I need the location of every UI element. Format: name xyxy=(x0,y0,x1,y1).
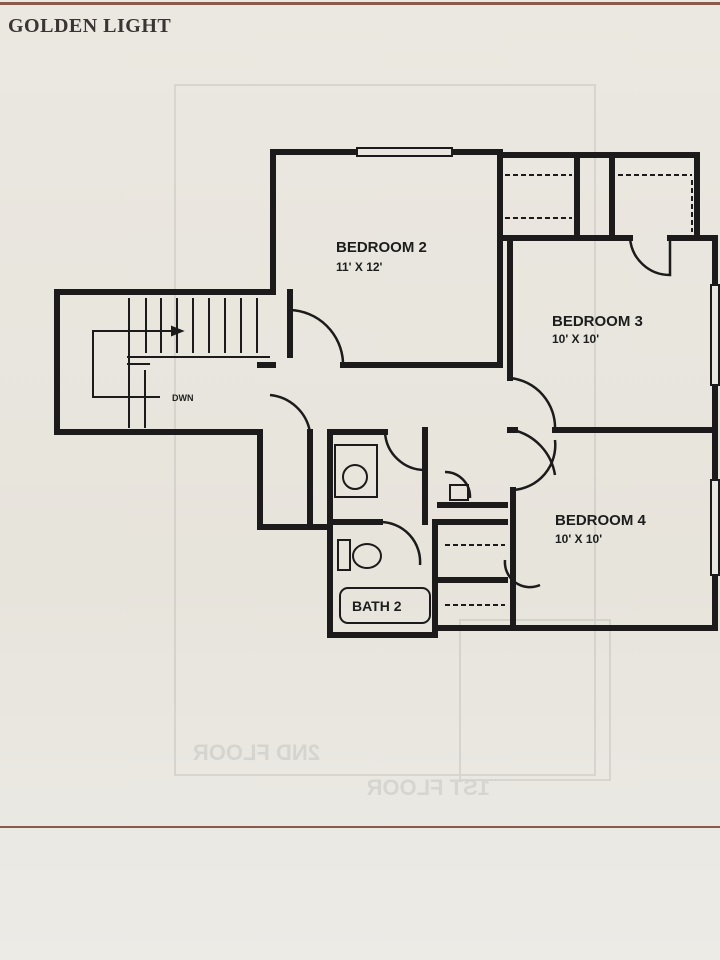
bottom-rule xyxy=(0,826,720,828)
room-size: 10' X 10' xyxy=(555,532,602,546)
bedroom-4: BEDROOM 4 10' X 10' xyxy=(555,512,647,546)
stair-down-label: DWN xyxy=(172,393,194,403)
bedroom-2: BEDROOM 2 11' X 12' xyxy=(336,239,427,274)
door-swings xyxy=(269,237,672,589)
bleed-1st-floor: 1ST FLOOR xyxy=(366,775,490,800)
bath-fixtures xyxy=(334,444,469,624)
room-name: BEDROOM 2 xyxy=(336,239,427,256)
bath-2-label: BATH 2 xyxy=(352,598,402,614)
plan-title: GOLDEN LIGHT xyxy=(8,15,172,37)
top-rule xyxy=(0,2,720,5)
room-name: BEDROOM 3 xyxy=(552,313,643,330)
bedroom-3: BEDROOM 3 10' X 10' xyxy=(552,313,643,346)
room-size: 10' X 10' xyxy=(552,332,599,346)
walls xyxy=(54,149,718,638)
closet-shelves xyxy=(445,174,693,606)
windows xyxy=(356,147,720,576)
bleed-2nd-floor: 2ND FLOOR xyxy=(193,740,320,765)
room-name: BEDROOM 4 xyxy=(555,512,647,529)
room-size: 11' X 12' xyxy=(336,260,383,274)
bleed-through-plan: 2ND FLOOR 1ST FLOOR xyxy=(174,84,611,800)
stair-treads xyxy=(92,298,270,428)
